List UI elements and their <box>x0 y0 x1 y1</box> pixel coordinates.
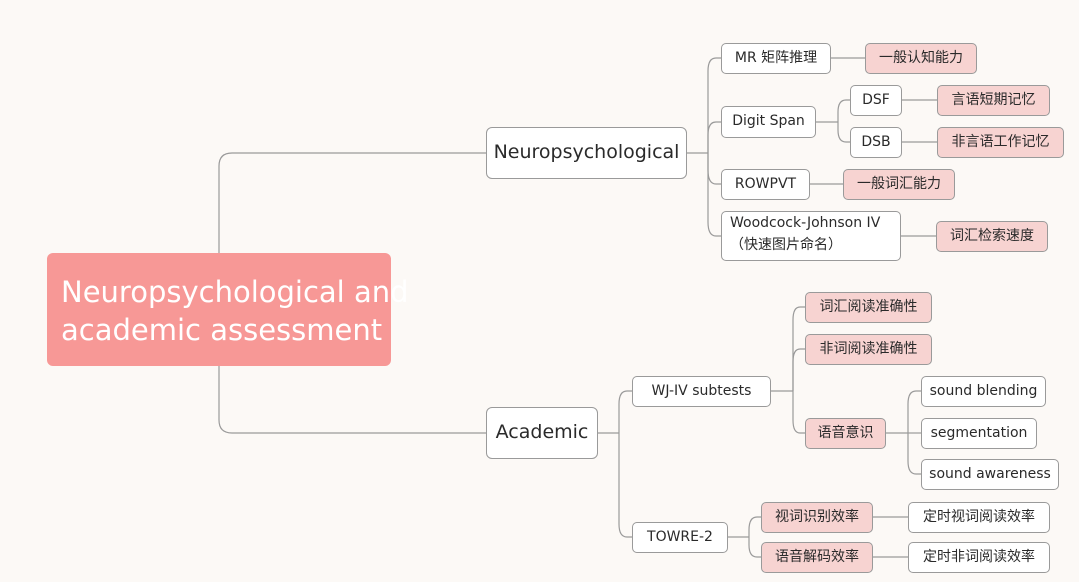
connector-root-neuro <box>218 152 486 253</box>
root-topic[interactable]: Neuropsychological and academic assessme… <box>47 253 409 366</box>
skill-nonword-reading-accuracy[interactable]: 非词阅读准确性 <box>805 334 932 365</box>
wj-subtitle: （快速图片命名） <box>730 237 842 253</box>
connector-wj-phon <box>792 391 805 434</box>
task-sound-awareness[interactable]: sound awareness <box>921 459 1059 490</box>
ability-lexical-retrieval-speed[interactable]: 词汇检索速度 <box>936 221 1048 252</box>
task-sound-blending[interactable]: sound blending <box>921 376 1046 407</box>
connector-neuro-wj <box>707 153 721 237</box>
ability-general-vocabulary[interactable]: 一般词汇能力 <box>843 169 955 200</box>
connector-digit-dsb <box>837 122 850 143</box>
connector-towre-sight <box>748 516 761 537</box>
skill-word-reading-accuracy[interactable]: 词汇阅读准确性 <box>805 292 932 323</box>
root-title-line2: academic assessment <box>61 313 383 347</box>
connector-towre-decode <box>748 537 761 558</box>
connector-root-academic <box>218 366 486 434</box>
connector-academic-towre <box>618 433 632 538</box>
subtopic-mr[interactable]: MR 矩阵推理 <box>721 43 831 74</box>
subtopic-woodcock-johnson[interactable]: Woodcock-Johnson IV （快速图片命名） <box>721 211 901 261</box>
ability-verbal-short-term-memory[interactable]: 言语短期记忆 <box>937 85 1050 116</box>
task-timed-nonword-reading[interactable]: 定时非词阅读效率 <box>908 542 1050 573</box>
connector-wj-nonword <box>792 348 805 391</box>
subtopic-dsb[interactable]: DSB <box>850 127 902 158</box>
topic-academic[interactable]: Academic <box>486 407 598 459</box>
connector-digit-dsf <box>837 99 850 122</box>
task-timed-sight-word-reading[interactable]: 定时视词阅读效率 <box>908 502 1050 533</box>
skill-sight-word-efficiency[interactable]: 视词识别效率 <box>761 502 873 533</box>
subtopic-digit-span[interactable]: Digit Span <box>721 106 816 138</box>
connector-neuro-digit <box>707 121 721 153</box>
skill-phonemic-decoding-efficiency[interactable]: 语音解码效率 <box>761 542 873 573</box>
connector-academic-wj <box>618 390 632 433</box>
topic-neuropsychological[interactable]: Neuropsychological <box>486 127 687 179</box>
subtopic-wj-iv-subtests[interactable]: WJ-IV subtests <box>632 376 771 407</box>
skill-phonological-awareness[interactable]: 语音意识 <box>805 418 886 449</box>
ability-general-cognitive[interactable]: 一般认知能力 <box>865 43 977 74</box>
subtopic-towre-2[interactable]: TOWRE-2 <box>632 522 728 553</box>
wj-name: Woodcock-Johnson IV <box>730 215 881 231</box>
task-segmentation[interactable]: segmentation <box>921 418 1037 449</box>
subtopic-dsf[interactable]: DSF <box>850 85 902 116</box>
connector-wj-word <box>792 306 805 391</box>
connector-neuro-rowpvt <box>707 153 721 185</box>
ability-nonverbal-working-memory[interactable]: 非言语工作记忆 <box>937 127 1064 158</box>
root-title-line1: Neuropsychological and <box>61 275 409 309</box>
connector-phon-blending <box>907 390 921 433</box>
connector-phon-awareness <box>907 433 921 475</box>
subtopic-rowpvt[interactable]: ROWPVT <box>721 169 810 200</box>
connector-neuro-mr <box>707 57 721 153</box>
